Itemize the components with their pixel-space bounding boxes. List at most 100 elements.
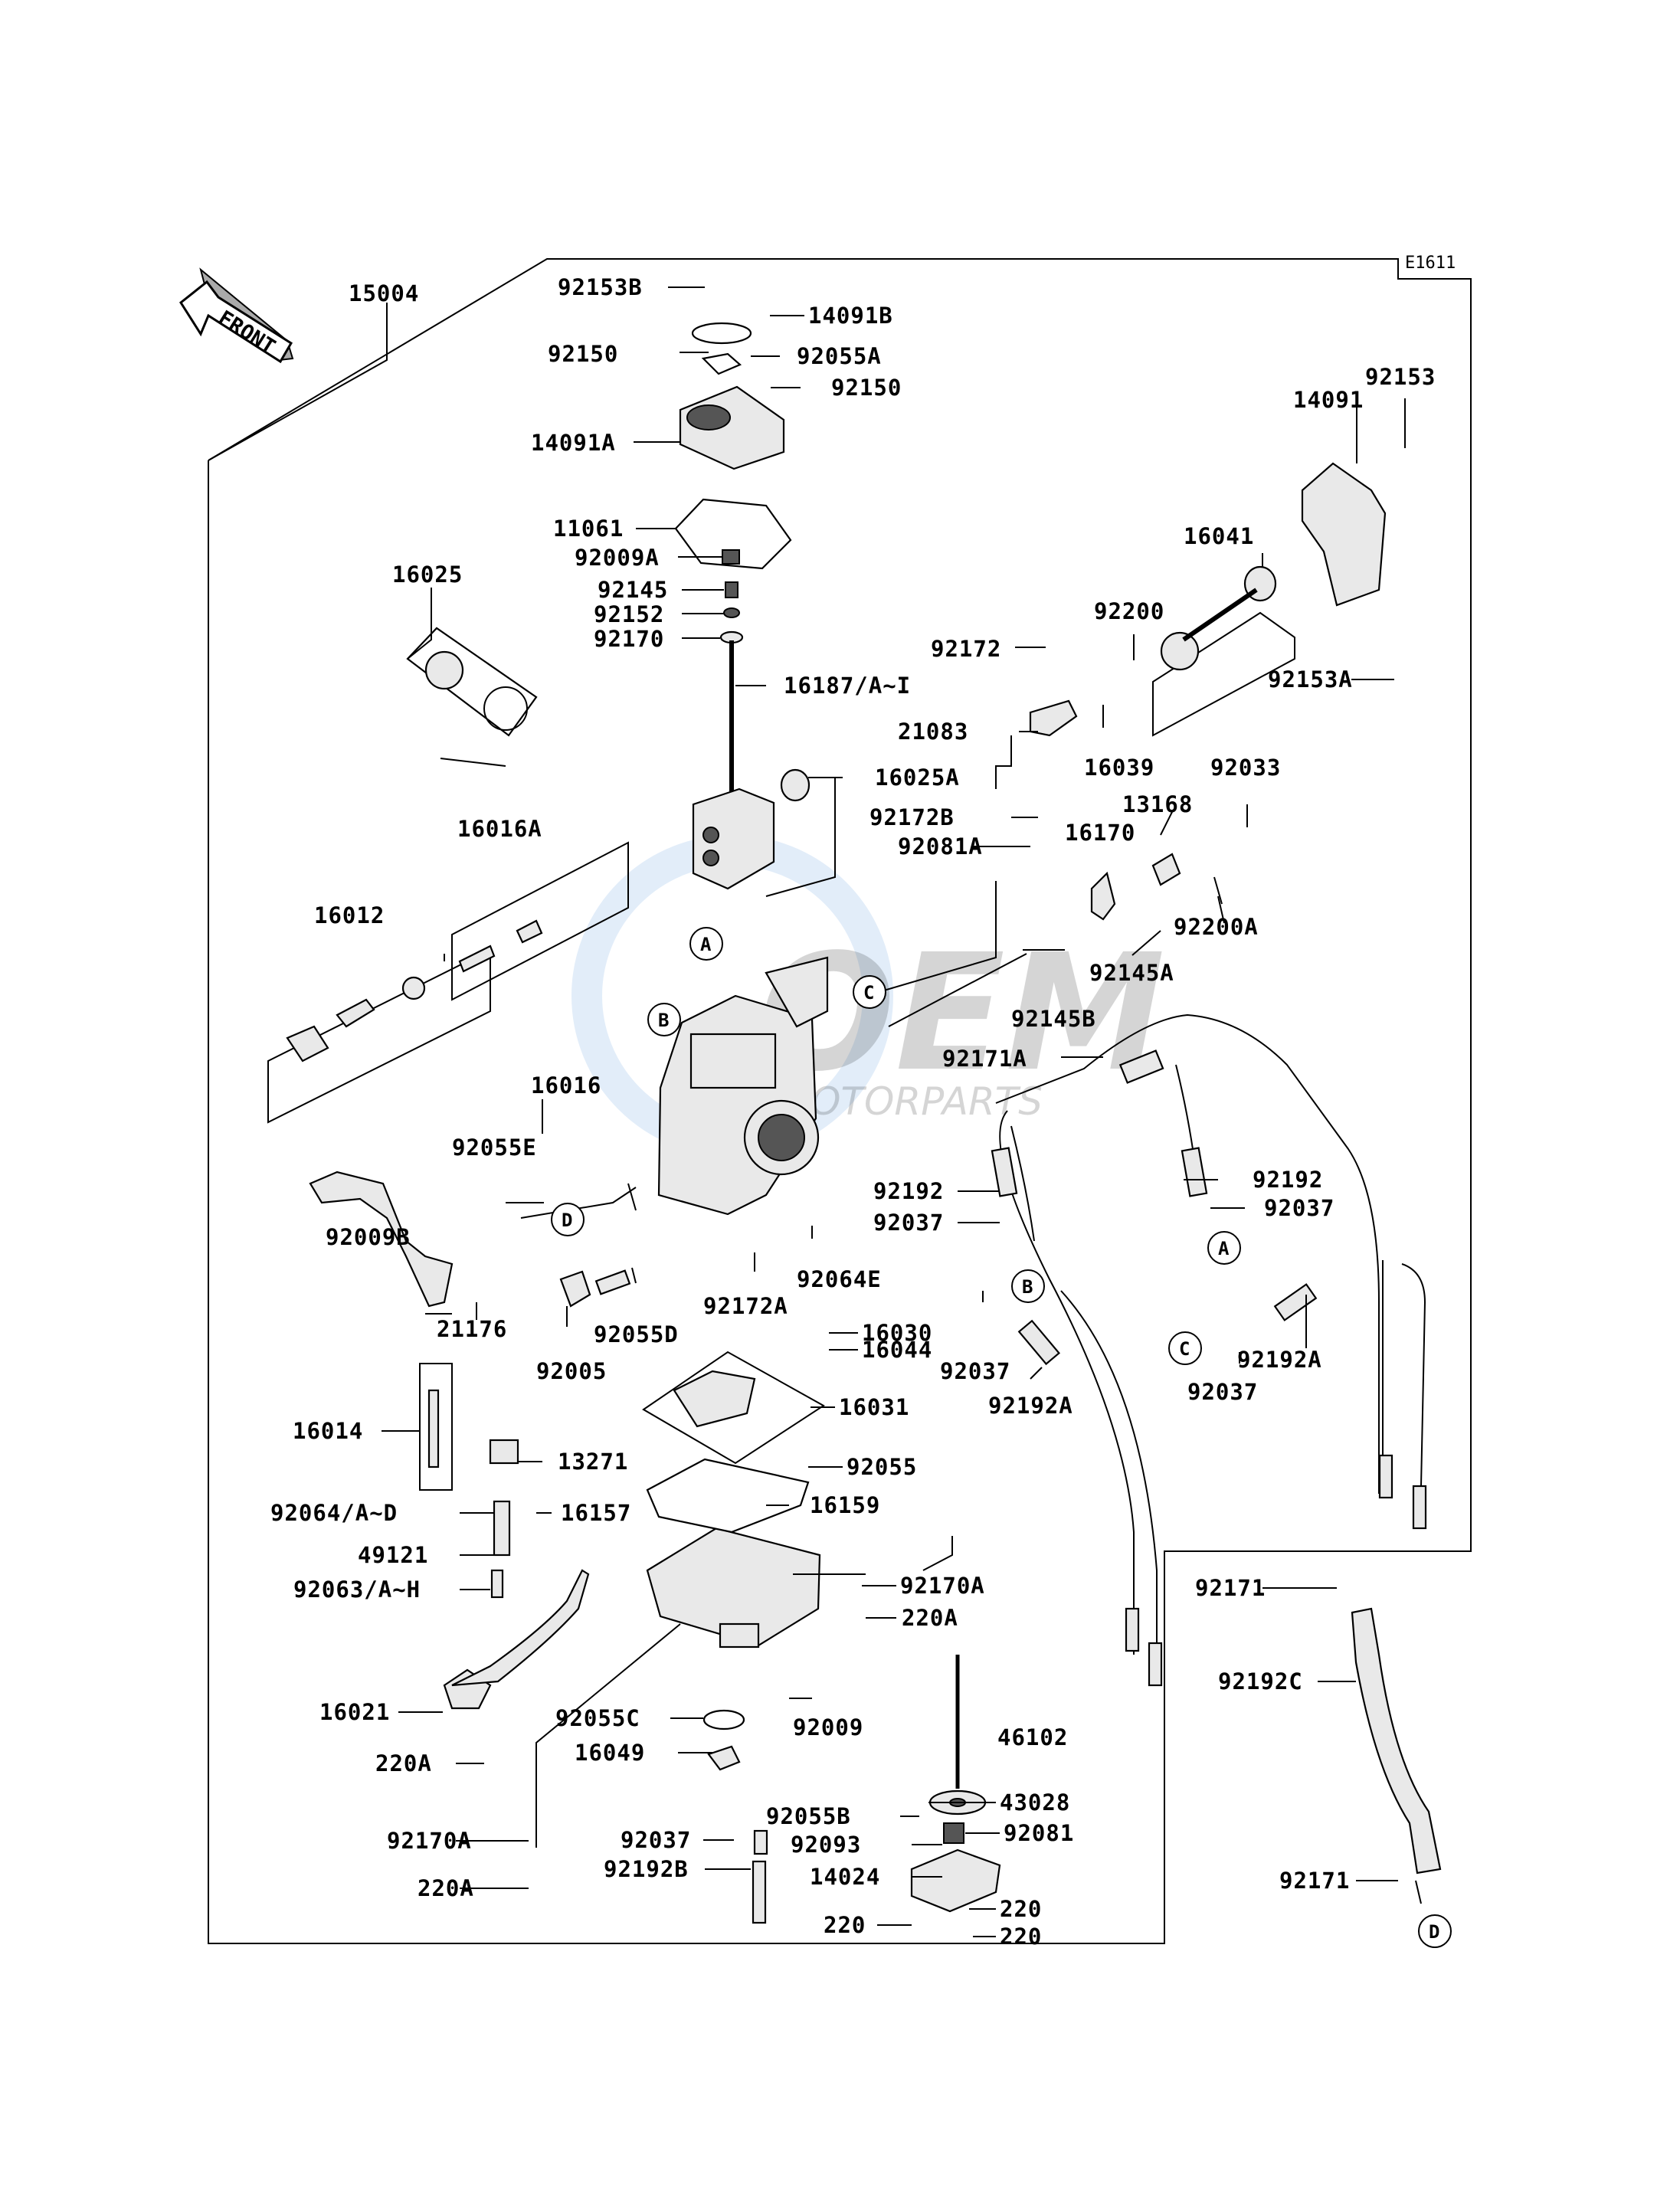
- part-label: 43028: [1000, 1789, 1070, 1816]
- assembly-frame: [208, 258, 1472, 1944]
- part-label: 92192: [873, 1178, 944, 1204]
- part-label: 92064/A~D: [270, 1500, 398, 1526]
- part-label: 16014: [293, 1418, 363, 1444]
- part-label: 21176: [437, 1316, 507, 1342]
- part-label: 14024: [810, 1864, 880, 1890]
- part-label: 92171: [1279, 1868, 1350, 1894]
- part-label: 92171A: [942, 1046, 1027, 1072]
- callout-label: B: [1022, 1276, 1033, 1298]
- callout-d: D: [551, 1203, 585, 1236]
- part-label: 92172A: [703, 1293, 788, 1319]
- part-label: 92081: [1004, 1820, 1074, 1846]
- part-label: 16012: [314, 902, 385, 928]
- cover-gasket-14091b: [691, 322, 752, 345]
- callout-d: D: [1418, 1914, 1452, 1948]
- part-label: 92145: [598, 577, 668, 603]
- part-label: 16157: [561, 1500, 631, 1526]
- top-cover-14091a: [679, 385, 785, 470]
- part-label: 220: [1000, 1924, 1042, 1950]
- part-label: 15004: [349, 280, 419, 306]
- part-label: 16031: [839, 1394, 909, 1420]
- part-label: 16159: [810, 1492, 880, 1518]
- part-label: 92037: [873, 1210, 944, 1236]
- pump-parts: [1029, 699, 1181, 921]
- part-label: 92172: [931, 636, 1001, 662]
- needle-jets: [419, 1269, 631, 1599]
- leader-lines: [208, 286, 1422, 1937]
- part-label: 14091: [1293, 387, 1364, 413]
- part-label: 16025A: [875, 765, 960, 791]
- part-label: 92200A: [1174, 914, 1259, 940]
- throttle-drum-16041: [1152, 565, 1295, 737]
- part-label: 92192A: [988, 1393, 1073, 1419]
- part-label: 92005: [536, 1358, 607, 1384]
- part-label: 16044: [862, 1337, 932, 1363]
- part-label: 92192B: [604, 1856, 689, 1882]
- part-label: 92009B: [326, 1224, 411, 1250]
- cables-and-hoses: [991, 1013, 1427, 1687]
- overflow-hose-92192c: [1351, 1607, 1442, 1874]
- part-label: 46102: [997, 1724, 1068, 1750]
- callout-a: A: [1207, 1231, 1241, 1265]
- callout-label: D: [1429, 1921, 1439, 1943]
- part-label: 92055C: [555, 1705, 640, 1731]
- part-label: 92055E: [452, 1135, 537, 1161]
- part-label: 14091B: [808, 303, 893, 329]
- part-label: 11061: [553, 516, 624, 542]
- part-label: 92192: [1253, 1167, 1323, 1193]
- part-label: 92153A: [1268, 666, 1353, 692]
- part-labels: 92153B 14091B 92150 92055A 92150 14091A …: [270, 274, 1436, 1950]
- part-label: 92153B: [558, 274, 643, 300]
- callout-label: B: [658, 1010, 669, 1031]
- part-label: 14091A: [531, 430, 616, 456]
- part-label: 220A: [902, 1605, 958, 1631]
- part-label: 92172B: [869, 804, 955, 830]
- part-label: 92150: [831, 375, 902, 401]
- part-label: 92037: [1187, 1379, 1258, 1405]
- part-label: 92192C: [1218, 1668, 1303, 1694]
- part-label: 16170: [1065, 820, 1135, 846]
- diaphragm-16025: [406, 627, 538, 737]
- part-label: 92081A: [898, 833, 983, 859]
- part-label: 92093: [791, 1832, 861, 1858]
- o-ring-92055a: [701, 352, 742, 375]
- part-label: 16016A: [457, 816, 542, 842]
- part-label: 16039: [1084, 755, 1154, 781]
- part-label: 92152: [594, 601, 664, 627]
- callout-label: C: [1179, 1338, 1190, 1360]
- part-label: 92055B: [766, 1803, 851, 1829]
- tps-21176: [309, 1171, 454, 1308]
- part-label: 92064E: [797, 1266, 882, 1292]
- part-label: 92170A: [387, 1828, 472, 1854]
- part-label: 16021: [319, 1699, 390, 1725]
- watermark-brand: OEM: [758, 919, 1165, 1107]
- float-16031: [642, 1351, 825, 1465]
- callout-a: A: [689, 927, 723, 961]
- hot-start-16012: [267, 948, 491, 1124]
- part-label: 92055A: [797, 343, 882, 369]
- throttle-valve-16025a: [692, 768, 811, 890]
- callout-label: C: [863, 982, 874, 1004]
- part-label: 13271: [558, 1449, 628, 1475]
- part-label: 92150: [548, 341, 618, 367]
- part-label: 92145B: [1011, 1006, 1096, 1032]
- part-label: 92170: [594, 626, 664, 652]
- part-label: 92009: [793, 1714, 863, 1740]
- part-label: 220A: [418, 1875, 474, 1901]
- part-label: 92055D: [594, 1321, 679, 1347]
- diagram-code: E1611: [1405, 254, 1456, 273]
- gasket-11061: [674, 498, 792, 570]
- plunger-16016a: [451, 841, 629, 1001]
- part-label: 13168: [1122, 791, 1193, 817]
- part-label: 92192A: [1237, 1347, 1322, 1373]
- part-label: 16025: [392, 562, 463, 588]
- part-label: 92153: [1365, 364, 1436, 390]
- part-label: 92170A: [900, 1573, 985, 1599]
- part-label: 92171: [1195, 1575, 1266, 1601]
- part-label: 220: [1000, 1896, 1042, 1922]
- small-parts-stack: [719, 549, 744, 797]
- carb-body: [657, 956, 829, 1216]
- part-label: 92033: [1210, 755, 1281, 781]
- part-label: 49121: [358, 1542, 428, 1568]
